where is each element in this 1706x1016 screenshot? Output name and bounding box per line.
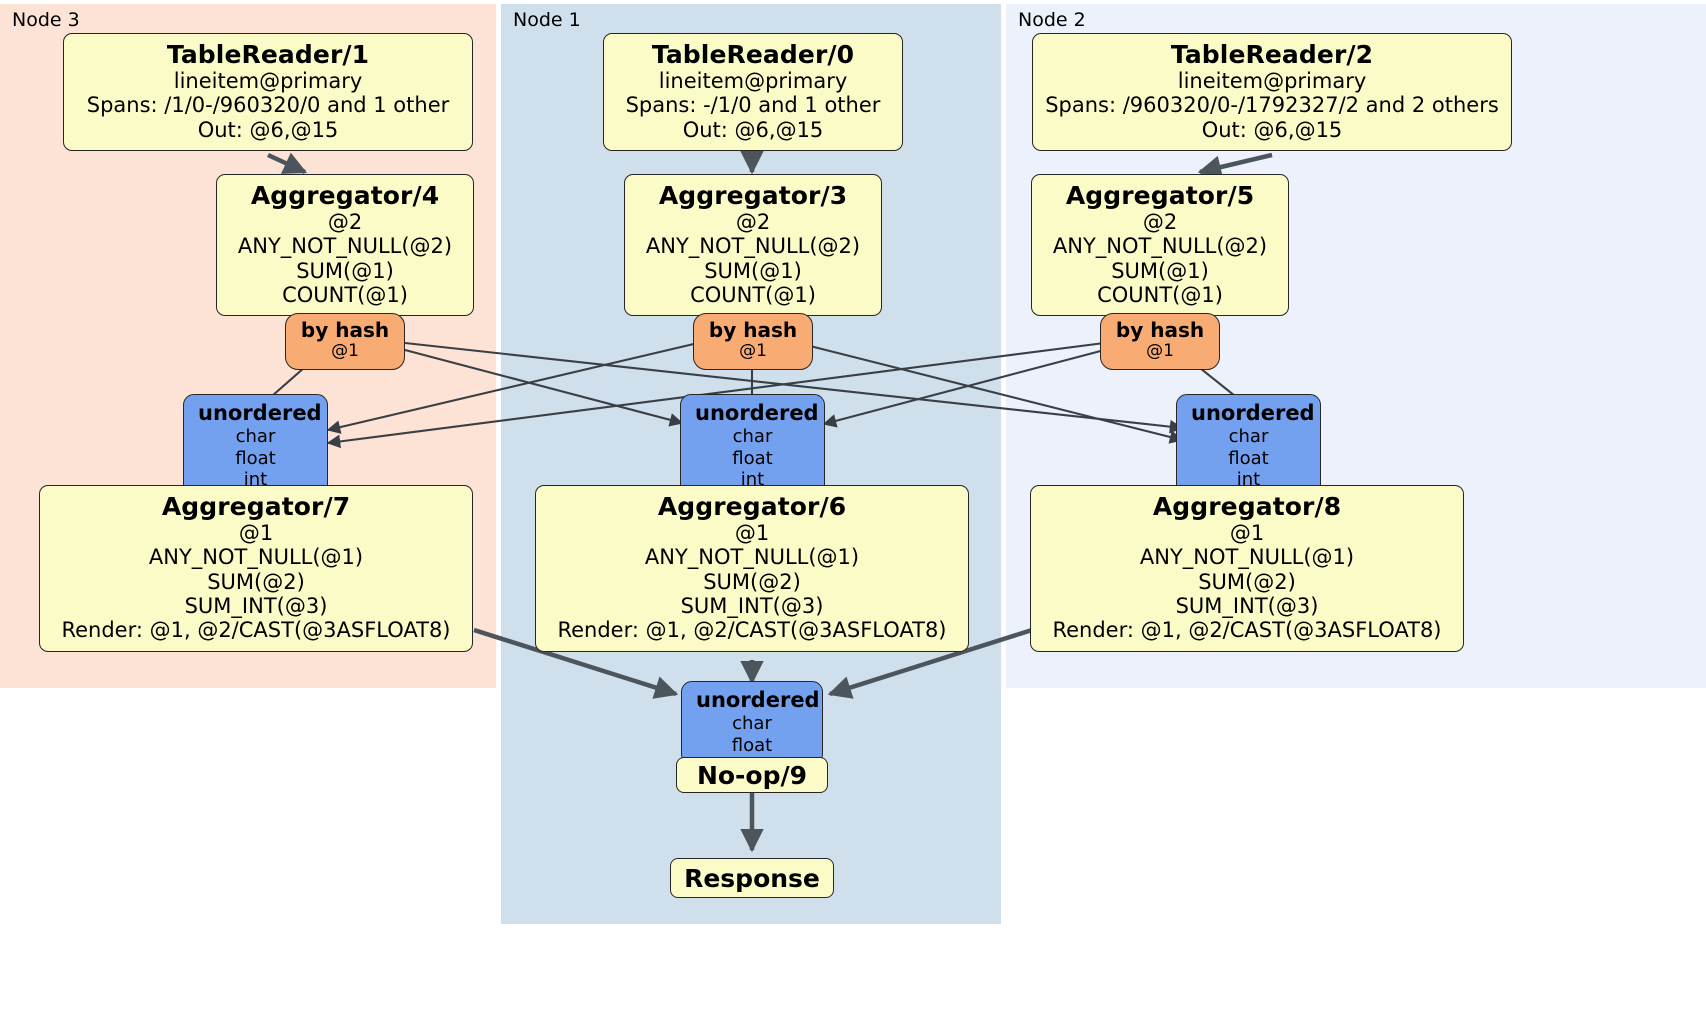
processor-box-tablereader-0[interactable]: TableReader/0 lineitem@primary Spans: -/… bbox=[603, 33, 903, 152]
processor-detail-groupcol: @2 bbox=[735, 210, 771, 234]
processor-detail-agg-count: COUNT(@1) bbox=[690, 283, 816, 308]
synchronizer-type-char: char bbox=[732, 426, 773, 448]
processor-detail-out: Out: @6,@15 bbox=[197, 117, 339, 142]
processor-detail-agg-count: COUNT(@1) bbox=[1097, 283, 1223, 308]
processor-detail-groupcol: @2 bbox=[1142, 210, 1178, 234]
processor-detail-groupcol: @2 bbox=[327, 210, 363, 234]
synchronizer-title: unordered bbox=[696, 688, 820, 712]
processor-box-aggregator-8[interactable]: Aggregator/8 @1 ANY_NOT_NULL(@1) SUM(@2)… bbox=[1030, 485, 1464, 652]
processor-detail-spans: Spans: /1/0-/960320/0 and 1 other bbox=[86, 93, 450, 118]
processor-detail-render: Render: @1, @2/CAST(@3ASFLOAT8) bbox=[557, 618, 947, 643]
node-panel-label-node3: Node 3 bbox=[12, 9, 80, 31]
processor-detail-groupcol: @1 bbox=[734, 521, 770, 545]
synchronizer-type-char: char bbox=[732, 713, 772, 735]
processor-detail-out: Out: @6,@15 bbox=[682, 117, 824, 142]
processor-box-tablereader-2[interactable]: TableReader/2 lineitem@primary Spans: /9… bbox=[1032, 33, 1512, 152]
processor-detail-groupcol: @1 bbox=[1229, 521, 1265, 545]
processor-detail-agg-sumint: SUM_INT(@3) bbox=[1175, 594, 1319, 619]
processor-box-response[interactable]: Response bbox=[670, 858, 834, 898]
router-title: by hash bbox=[300, 318, 390, 342]
synchronizer-type-char: char bbox=[1228, 426, 1269, 448]
synchronizer-box-unordered-center[interactable]: unordered char float int bbox=[680, 394, 825, 500]
node-panel-label-node1: Node 1 bbox=[513, 9, 581, 31]
node-panel-label-node2: Node 2 bbox=[1018, 9, 1086, 31]
processor-box-no-op-9[interactable]: No-op/9 bbox=[676, 757, 828, 793]
synchronizer-title: unordered bbox=[695, 401, 819, 425]
processor-detail-agg-any: ANY_NOT_NULL(@2) bbox=[645, 234, 861, 259]
processor-detail-spans: Spans: /960320/0-/1792327/2 and 2 others bbox=[1045, 93, 1499, 118]
processor-detail-agg-sum: SUM(@1) bbox=[296, 258, 394, 283]
processor-detail-table: lineitem@primary bbox=[1177, 69, 1367, 93]
processor-box-aggregator-4[interactable]: Aggregator/4 @2 ANY_NOT_NULL(@2) SUM(@1)… bbox=[216, 174, 474, 317]
processor-detail-agg-sum: SUM(@1) bbox=[1111, 258, 1209, 283]
synchronizer-title: unordered bbox=[198, 401, 322, 425]
processor-detail-agg-sum: SUM(@2) bbox=[703, 569, 801, 594]
processor-title: Aggregator/4 bbox=[250, 181, 440, 210]
processor-detail-agg-any: ANY_NOT_NULL(@2) bbox=[1052, 234, 1268, 259]
processor-detail-out: Out: @6,@15 bbox=[1201, 117, 1343, 142]
router-detail-column: @1 bbox=[331, 341, 359, 362]
processor-detail-agg-sum: SUM(@1) bbox=[704, 258, 802, 283]
processor-title: TableReader/2 bbox=[1170, 40, 1374, 69]
processor-detail-agg-sumint: SUM_INT(@3) bbox=[184, 594, 328, 619]
processor-detail-agg-any: ANY_NOT_NULL(@1) bbox=[644, 545, 860, 570]
processor-box-aggregator-6[interactable]: Aggregator/6 @1 ANY_NOT_NULL(@1) SUM(@2)… bbox=[535, 485, 969, 652]
processor-title: Aggregator/7 bbox=[161, 492, 351, 521]
synchronizer-box-unordered-right[interactable]: unordered char float int bbox=[1176, 394, 1321, 500]
processor-title: Response bbox=[684, 863, 820, 893]
processor-detail-render: Render: @1, @2/CAST(@3ASFLOAT8) bbox=[1052, 618, 1442, 643]
processor-box-tablereader-1[interactable]: TableReader/1 lineitem@primary Spans: /1… bbox=[63, 33, 473, 152]
processor-detail-agg-any: ANY_NOT_NULL(@1) bbox=[148, 545, 364, 570]
synchronizer-title: unordered bbox=[1191, 401, 1315, 425]
synchronizer-box-unordered-left[interactable]: unordered char float int bbox=[183, 394, 328, 500]
processor-box-aggregator-7[interactable]: Aggregator/7 @1 ANY_NOT_NULL(@1) SUM(@2)… bbox=[39, 485, 473, 652]
processor-title: Aggregator/5 bbox=[1065, 181, 1255, 210]
processor-detail-agg-sum: SUM(@2) bbox=[207, 569, 305, 594]
processor-title: Aggregator/6 bbox=[657, 492, 847, 521]
synchronizer-type-float: float bbox=[235, 447, 276, 469]
processor-detail-agg-sumint: SUM_INT(@3) bbox=[680, 594, 824, 619]
synchronizer-type-float: float bbox=[732, 447, 773, 469]
router-box-by-hash-left[interactable]: by hash @1 bbox=[285, 313, 405, 370]
synchronizer-type-char: char bbox=[235, 426, 276, 448]
processor-detail-table: lineitem@primary bbox=[658, 69, 848, 93]
processor-title: Aggregator/8 bbox=[1152, 492, 1342, 521]
router-box-by-hash-right[interactable]: by hash @1 bbox=[1100, 313, 1220, 370]
processor-detail-agg-count: COUNT(@1) bbox=[282, 283, 408, 308]
router-title: by hash bbox=[1115, 318, 1205, 342]
synchronizer-type-float: float bbox=[1228, 447, 1269, 469]
synchronizer-box-unordered-final[interactable]: unordered char float bbox=[681, 681, 823, 766]
processor-box-aggregator-3[interactable]: Aggregator/3 @2 ANY_NOT_NULL(@2) SUM(@1)… bbox=[624, 174, 882, 317]
processor-detail-agg-any: ANY_NOT_NULL(@2) bbox=[237, 234, 453, 259]
processor-detail-agg-sum: SUM(@2) bbox=[1198, 569, 1296, 594]
processor-detail-table: lineitem@primary bbox=[173, 69, 363, 93]
processor-detail-render: Render: @1, @2/CAST(@3ASFLOAT8) bbox=[61, 618, 451, 643]
router-detail-column: @1 bbox=[1146, 341, 1174, 362]
router-title: by hash bbox=[708, 318, 798, 342]
processor-box-aggregator-5[interactable]: Aggregator/5 @2 ANY_NOT_NULL(@2) SUM(@1)… bbox=[1031, 174, 1289, 317]
processor-detail-groupcol: @1 bbox=[238, 521, 274, 545]
router-box-by-hash-center[interactable]: by hash @1 bbox=[693, 313, 813, 370]
processor-title: TableReader/1 bbox=[166, 40, 370, 69]
router-detail-column: @1 bbox=[739, 341, 767, 362]
processor-detail-spans: Spans: -/1/0 and 1 other bbox=[625, 93, 881, 118]
processor-title: No-op/9 bbox=[696, 760, 808, 790]
processor-title: Aggregator/3 bbox=[658, 181, 848, 210]
processor-title: TableReader/0 bbox=[651, 40, 855, 69]
processor-detail-agg-any: ANY_NOT_NULL(@1) bbox=[1139, 545, 1355, 570]
synchronizer-type-float: float bbox=[731, 734, 773, 756]
